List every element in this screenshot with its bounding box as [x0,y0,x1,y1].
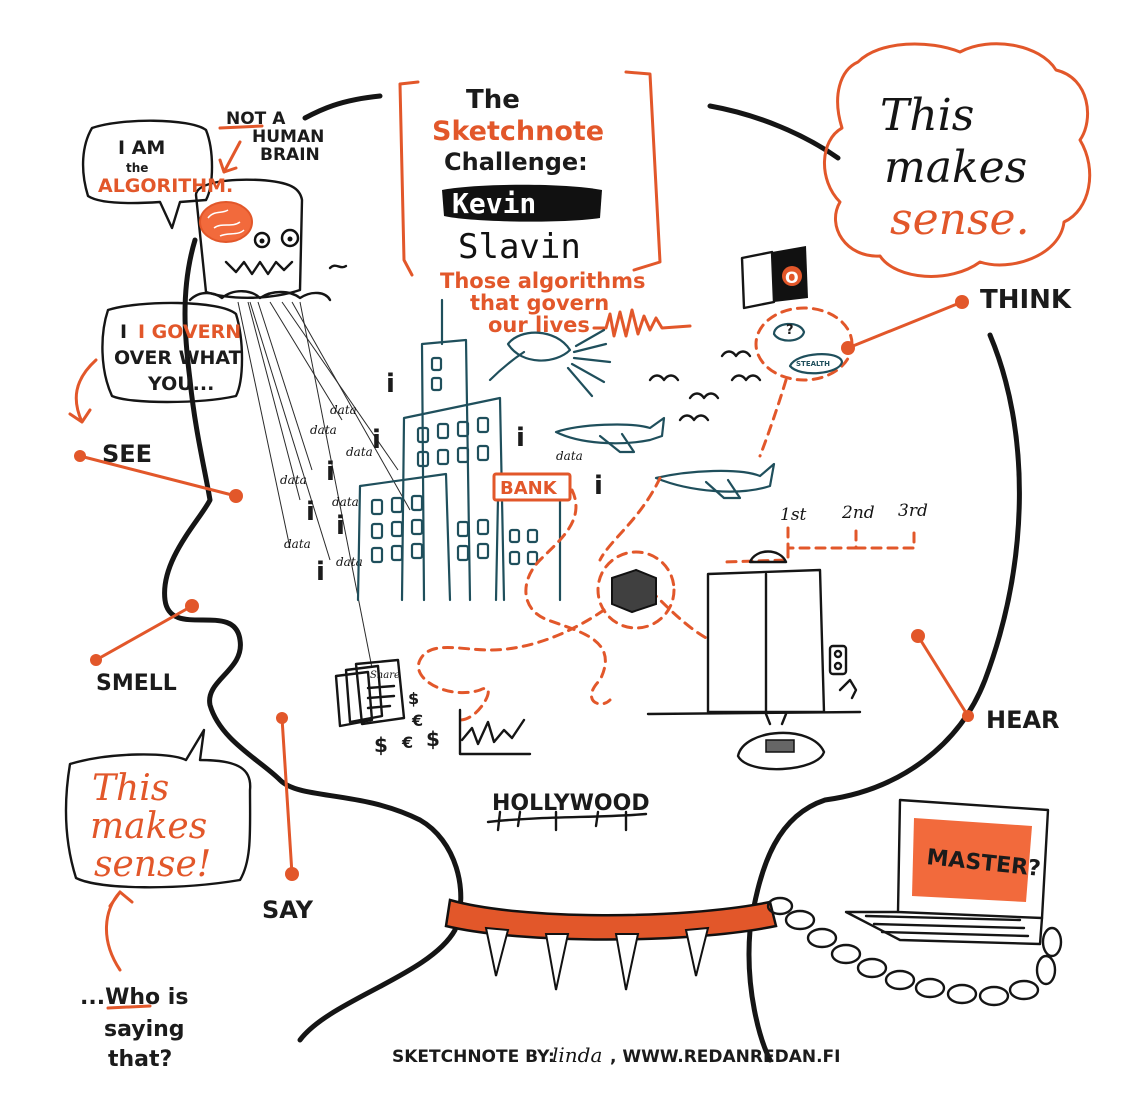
govern-bubble: I I GOVERN OVER WHAT YOU... [68,301,244,424]
question-line-3: that? [108,1047,172,1072]
hollywood-sign: HOLLYWOOD [486,791,650,832]
sense-hear: HEAR [986,706,1060,734]
info-icon-8: i [594,471,603,501]
book-icon: O [740,246,808,310]
hollywood-label: HOLLYWOOD [492,791,650,816]
data-label-4: data [280,473,307,487]
rank-2: 2nd [841,503,875,523]
currency-4: € [401,733,413,752]
building-windows [370,356,539,566]
algorithm-bubble: I AM the ALGORITHM. [81,119,233,230]
cloud-line-1: This [880,90,974,141]
algorithm-line-1: I AM [118,137,165,159]
title-line-2: Sketchnote [432,116,604,147]
thought-small: ? STEALTH [754,306,854,382]
rank-1: 1st [780,505,807,525]
title-block: The Sketchnote Challenge: Kevin Slavin T… [398,70,692,338]
govern-line-3: YOU... [147,373,214,395]
info-icon-2: i [372,425,381,455]
rank-labels: 1st 2nd 3rd [722,501,928,564]
bubble-line-1: This [92,768,169,809]
govern-line-1-prefix: I [120,321,127,343]
thought-cloud: This makes sense. [823,42,1092,278]
footer-prefix: SKETCHNOTE BY: [392,1047,555,1067]
spotlight-icon [506,331,572,362]
currency-1: $ [408,689,419,708]
data-label-3: data [346,445,373,459]
sense-smell: SMELL [96,671,177,696]
bubble-line-2: makes [90,806,207,847]
robot-vacuum-icon [736,712,826,771]
not-human-line-2: HUMAN [252,127,324,147]
sense-think: THINK [980,285,1072,315]
rank-3: 3rd [898,501,928,521]
data-label-7: data [336,555,363,569]
question-note: ...Who is saying that? [80,890,188,1072]
currency-5: $ [426,727,440,751]
info-icon-6: i [316,557,325,587]
sense-speech-bubble: This makes sense! [64,728,252,889]
subtitle-line-2: that govern [470,291,609,315]
currency-3: $ [374,733,388,757]
collar [444,896,794,991]
info-icon-7: i [516,423,525,453]
govern-line-1: I GOVERN [138,321,241,343]
govern-line-2: OVER WHAT [114,347,242,369]
question-line-2: saying [104,1017,185,1042]
airplane-icon-1 [554,416,666,445]
not-human-line-1: NOT A [226,109,286,129]
stealth-label: STEALTH [796,360,830,368]
footer-url: , WWW.REDANREDAN.FI [610,1047,841,1067]
speaker-highlight [442,184,602,222]
data-label-6: data [284,537,311,551]
currency-2: € [411,711,423,730]
airplane-icon-2 [654,462,776,493]
not-human-note: NOT A HUMAN BRAIN [218,109,324,174]
info-icon-1: i [386,369,395,399]
data-label-8: data [556,449,583,463]
sense-labels: SEE SMELL SAY HEAR THINK [74,285,1072,924]
puppet-strings: data data data data data data data data … [237,301,603,669]
bank-sign [492,472,572,502]
title-line-1: The [466,85,520,115]
share-documents: Share $ € $ € $ [334,658,532,757]
data-label-5: data [332,495,359,509]
title-line-3: Challenge: [444,148,588,176]
airplanes [554,350,776,500]
speaker-last-name: Slavin [458,227,581,267]
info-icon-3: i [326,457,335,487]
data-label-1: data [330,403,357,417]
black-box-icon [611,568,657,614]
cloud-line-3: sense. [890,194,1030,245]
laptop-icon: MASTER? [844,798,1050,946]
bank-label: BANK [500,478,558,499]
not-human-line-3: BRAIN [260,145,320,165]
subtitle-line-1: Those algorithms [440,269,646,293]
info-icon-4: i [306,497,315,527]
robot-algorithm [188,178,348,302]
algorithm-line-3: ALGORITHM. [98,175,233,197]
bubble-line-3: sense! [94,844,211,885]
speaker-first-name: Kevin [452,187,536,220]
book-letter: O [785,268,799,287]
dashed-paths [416,378,788,722]
city-buildings: BANK [356,298,612,602]
cloud-line-2: makes [884,142,1027,193]
sense-say: SAY [262,896,314,924]
question-mark-icon: ? [786,323,794,338]
data-label-2: data [310,423,337,437]
info-icon-5: i [336,511,345,541]
brain-icon [199,201,253,243]
footer-credit: SKETCHNOTE BY: linda , WWW.REDANREDAN.FI [392,1043,841,1067]
share-label: Share [370,670,400,681]
elevator [646,550,862,716]
chain [784,909,1063,1007]
algorithm-line-2: the [126,161,148,175]
footer-author: linda [552,1043,602,1067]
